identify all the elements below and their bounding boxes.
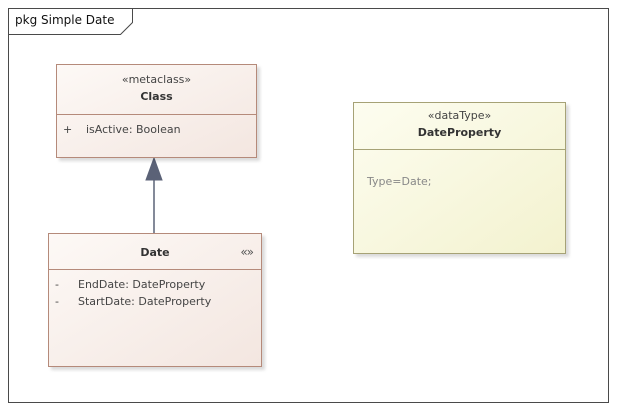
package-tab-outline	[8, 8, 133, 35]
generalization-arrowhead	[145, 156, 163, 181]
class-header: «metaclass» Class	[57, 65, 256, 115]
datatype-body: Type=Date;	[367, 175, 432, 188]
attribute-visibility: +	[63, 123, 73, 136]
date-class-box[interactable]: Date «» - EndDate: DateProperty - StartD…	[48, 233, 262, 367]
package-tab: pkg Simple Date	[8, 8, 133, 35]
date-attribute-row[interactable]: - StartDate: DateProperty	[49, 293, 261, 310]
date-header: Date «»	[49, 234, 261, 270]
datatype-header: «dataType» DateProperty	[354, 103, 565, 150]
class-attributes: + isActive: Boolean	[57, 115, 256, 138]
class-name: Class	[140, 90, 173, 103]
diamond-icon: «»	[240, 245, 254, 259]
date-attribute-row[interactable]: - EndDate: DateProperty	[49, 276, 261, 293]
package-title: pkg Simple Date	[15, 13, 115, 27]
metaclass-class-box[interactable]: «metaclass» Class + isActive: Boolean	[56, 64, 257, 158]
class-attribute-row[interactable]: + isActive: Boolean	[57, 121, 256, 138]
date-attributes: - EndDate: DateProperty - StartDate: Dat…	[49, 270, 261, 310]
datatype-name: DateProperty	[417, 126, 502, 139]
attribute-visibility: -	[55, 278, 59, 291]
attribute-text: EndDate: DateProperty	[78, 278, 206, 291]
attribute-visibility: -	[55, 295, 59, 308]
datatype-stereotype: «dataType»	[427, 109, 492, 122]
dataproperty-datatype-box[interactable]: «dataType» DateProperty Type=Date;	[353, 102, 566, 254]
date-name: Date	[140, 246, 170, 259]
attribute-text: isActive: Boolean	[86, 123, 181, 136]
attribute-text: StartDate: DateProperty	[78, 295, 212, 308]
class-stereotype: «metaclass»	[121, 73, 192, 86]
